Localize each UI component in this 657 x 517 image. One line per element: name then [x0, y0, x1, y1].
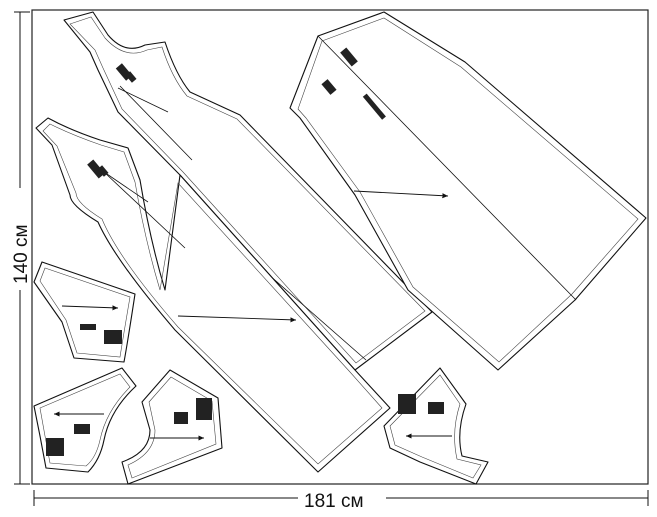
pattern-piece-sleeve-1	[33, 261, 136, 363]
piece-label-sleeve-4	[398, 394, 444, 414]
pattern-piece-sleeve-4	[383, 367, 489, 485]
height-label: 140 см	[11, 224, 32, 284]
grainline-side	[353, 190, 449, 199]
piece-label-sleeve-2	[46, 424, 90, 456]
grainline-sleeve-1	[61, 305, 119, 311]
width-dimension: 181 см	[33, 490, 649, 512]
piece-label-side	[321, 47, 386, 120]
pattern-piece-sleeve-3	[121, 369, 223, 485]
pattern-piece-side	[289, 11, 647, 371]
width-label: 181 см	[304, 491, 364, 512]
fabric-frame	[31, 9, 649, 485]
piece-label-sleeve-3	[174, 398, 212, 424]
grainline-back	[177, 315, 297, 323]
piece-label-sleeve-1	[80, 324, 122, 344]
height-dimension: 140 см	[11, 11, 32, 485]
pattern-piece-sleeve-2	[33, 367, 137, 473]
piece-label-front	[115, 63, 137, 83]
pattern-piece-back	[35, 117, 391, 473]
piece-label-back	[87, 159, 109, 179]
